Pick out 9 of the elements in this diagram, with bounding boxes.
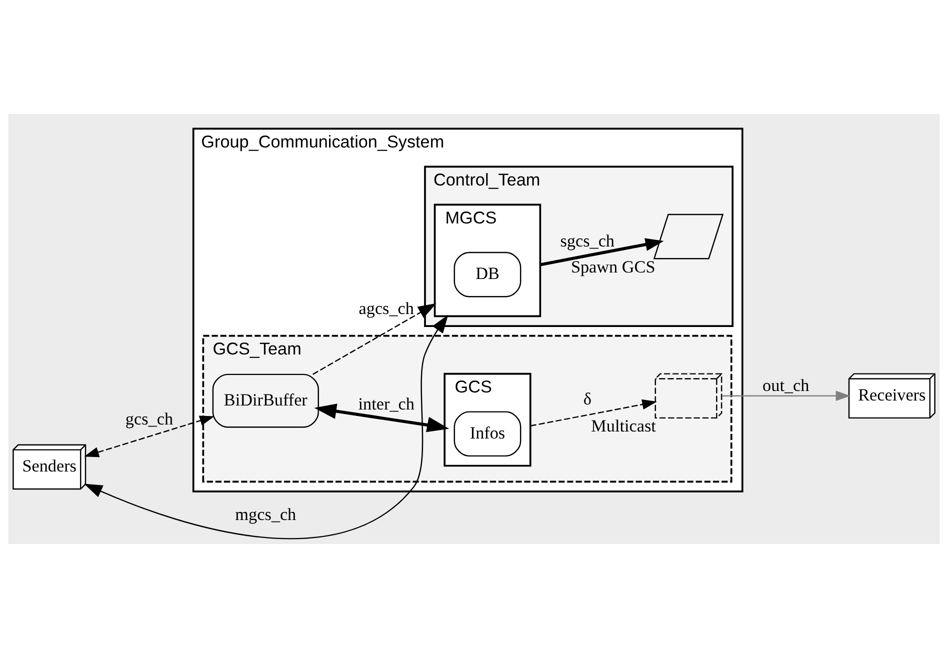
edge-label: δ bbox=[583, 390, 592, 409]
node-label: Multicast bbox=[591, 416, 656, 436]
edge-label: mgcs_ch bbox=[235, 504, 296, 524]
edge-label: agcs_ch bbox=[358, 299, 414, 318]
edge-label: out_ch bbox=[762, 376, 810, 396]
edge-label: gcs_ch bbox=[125, 409, 174, 428]
edge-label: sgcs_ch bbox=[560, 232, 615, 251]
node-label: Spawn GCS bbox=[570, 257, 656, 276]
edge-label: inter_ch bbox=[358, 394, 414, 414]
